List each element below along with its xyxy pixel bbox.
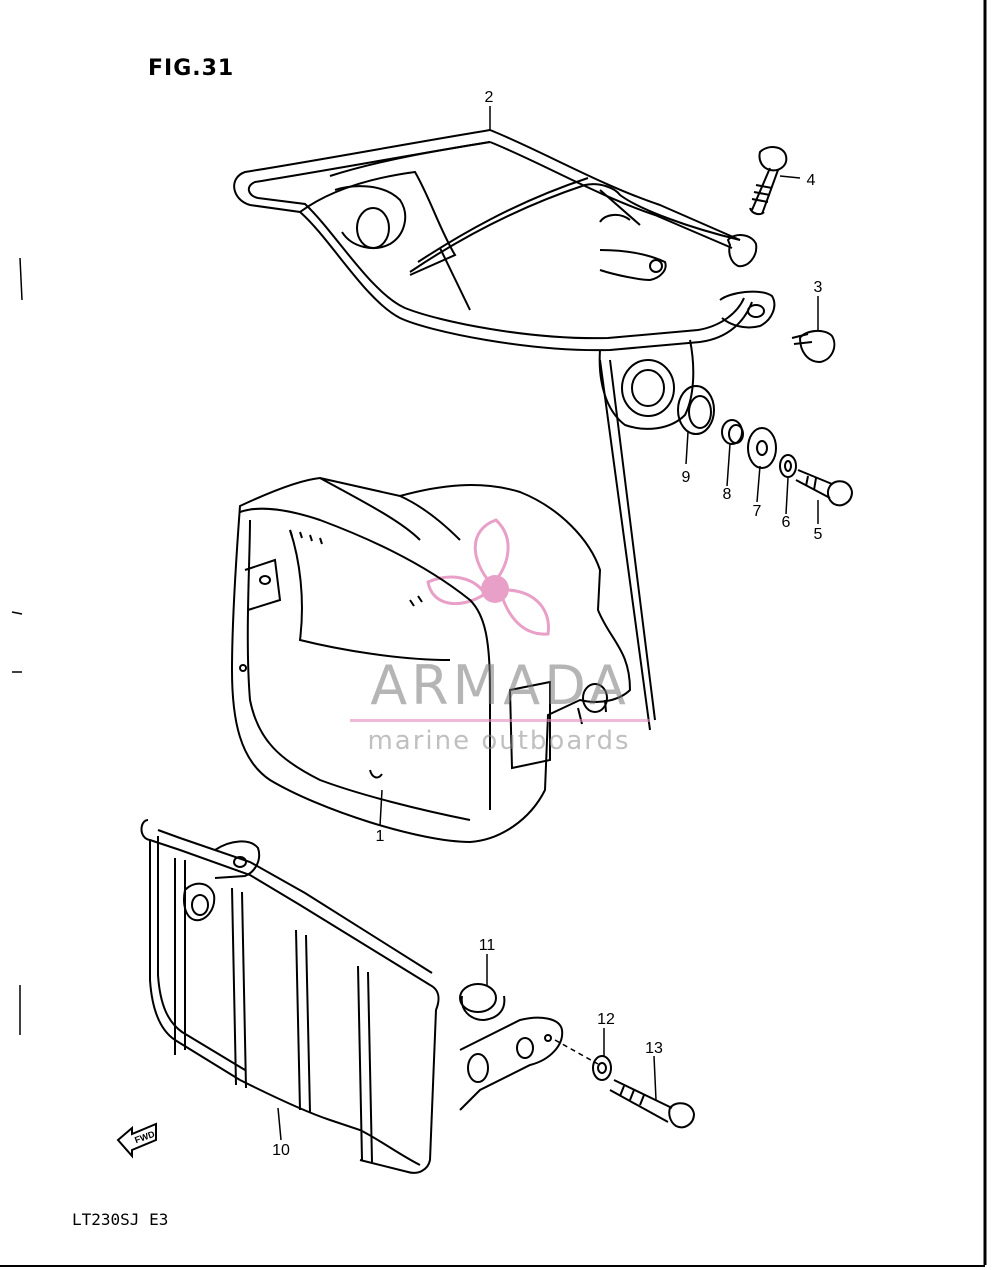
figure-title: FIG.31 — [148, 56, 235, 81]
grommet-part-11 — [459, 983, 506, 1022]
callout-label-9: 9 — [682, 469, 691, 486]
watermark-divider — [350, 719, 650, 722]
washer-part-6 — [779, 454, 797, 478]
callout-label-11: 11 — [479, 937, 496, 954]
watermark-name: ARMADA — [370, 654, 630, 717]
bolt-part-4 — [749, 146, 788, 216]
bolt-part-13 — [609, 1079, 696, 1129]
bolt-part-3 — [791, 330, 836, 364]
washer-part-7 — [747, 427, 777, 469]
washer-part-12 — [592, 1055, 612, 1081]
callout-leader-lines — [277, 106, 819, 1141]
collar-part-8 — [721, 419, 744, 445]
callout-label-10: 10 — [272, 1142, 290, 1159]
callout-label-1: 1 — [376, 828, 385, 845]
callout-label-13: 13 — [645, 1040, 663, 1057]
model-code: LT230SJ E3 — [72, 1210, 169, 1229]
upper-rack-frame — [233, 129, 776, 352]
callout-labels: 2 4 3 9 8 7 6 5 1 11 12 13 10 — [272, 89, 822, 1159]
fwd-arrow-icon: FWD — [116, 1122, 157, 1159]
lower-rack-part-10 — [140, 819, 564, 1174]
callout-label-12: 12 — [597, 1011, 615, 1028]
housing-part-1 — [230, 476, 632, 844]
margin-marks — [11, 257, 23, 1035]
rack-mount-bracket — [598, 339, 695, 731]
watermark-tagline: marine outboards — [367, 726, 631, 756]
callout-label-4: 4 — [807, 172, 816, 189]
grommet-part-9 — [677, 385, 715, 435]
callout-label-8: 8 — [723, 486, 732, 503]
callout-label-7: 7 — [753, 503, 762, 520]
callout-label-3: 3 — [814, 279, 823, 296]
watermark-propeller-icon — [426, 518, 550, 636]
callout-label-5: 5 — [814, 526, 823, 543]
assembly-guide-line — [554, 1039, 599, 1065]
callout-label-6: 6 — [782, 514, 791, 531]
bolt-part-5 — [795, 469, 854, 507]
callout-label-2: 2 — [485, 89, 494, 106]
